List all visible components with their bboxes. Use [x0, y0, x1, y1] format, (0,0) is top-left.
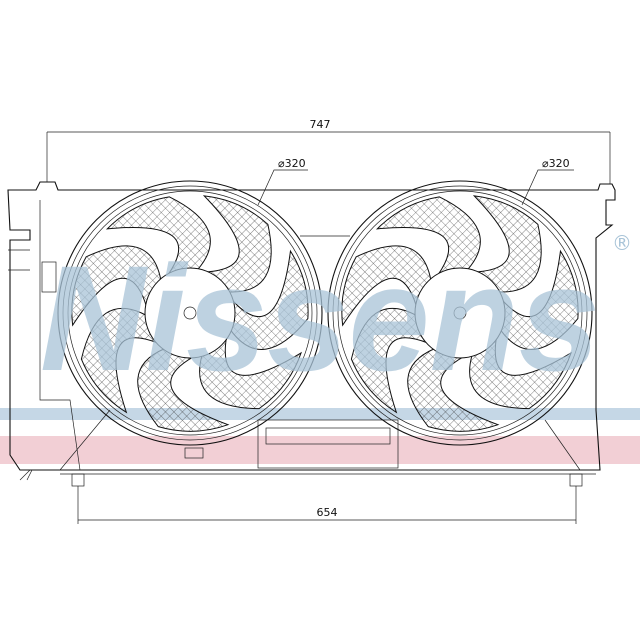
fan-ring-outer	[57, 180, 323, 446]
fan-blade	[407, 348, 500, 432]
watermark-logo: Nissens	[40, 234, 600, 402]
watermark-band-pink	[0, 436, 640, 464]
fan-blade	[105, 196, 211, 276]
fan-ring-inner	[337, 190, 583, 436]
fan-ring-inner	[332, 185, 588, 441]
svg-text:747: 747	[310, 118, 331, 131]
dimension-right-fan-diameter: ⌀320	[521, 157, 574, 206]
watermark-band-blue	[0, 408, 640, 420]
dimension-left-fan-diameter: ⌀320	[257, 157, 308, 206]
fan-blade	[137, 348, 230, 432]
svg-text:⌀320: ⌀320	[278, 157, 306, 170]
shroud-frame	[7, 181, 616, 487]
right-fan	[327, 180, 593, 446]
registered-mark: ®	[612, 231, 632, 255]
fan-hub	[414, 267, 506, 359]
fan-blade	[230, 249, 309, 350]
left-fan	[57, 180, 323, 446]
fan-hub-center	[453, 306, 467, 320]
fan-blade	[202, 195, 272, 293]
fan-blade	[71, 245, 162, 327]
fan-blade	[469, 336, 572, 410]
dimension-overall-width: 747	[46, 118, 611, 184]
fan-blade	[341, 245, 432, 327]
fan-ring-outer	[327, 180, 593, 446]
fan-hub	[144, 267, 236, 359]
fan-ring-inner	[62, 185, 318, 441]
fan-blade	[375, 196, 481, 276]
dimension-mount-width: 654	[77, 486, 577, 524]
fan-blade	[199, 336, 302, 410]
svg-text:⌀320: ⌀320	[542, 157, 570, 170]
fan-ring-inner	[67, 190, 313, 436]
svg-text:654: 654	[317, 506, 338, 519]
fan-blade	[472, 195, 542, 293]
fan-hub-center	[183, 306, 197, 320]
fan-blade	[80, 307, 159, 414]
fan-blade	[500, 249, 579, 350]
fan-blade	[350, 307, 429, 414]
